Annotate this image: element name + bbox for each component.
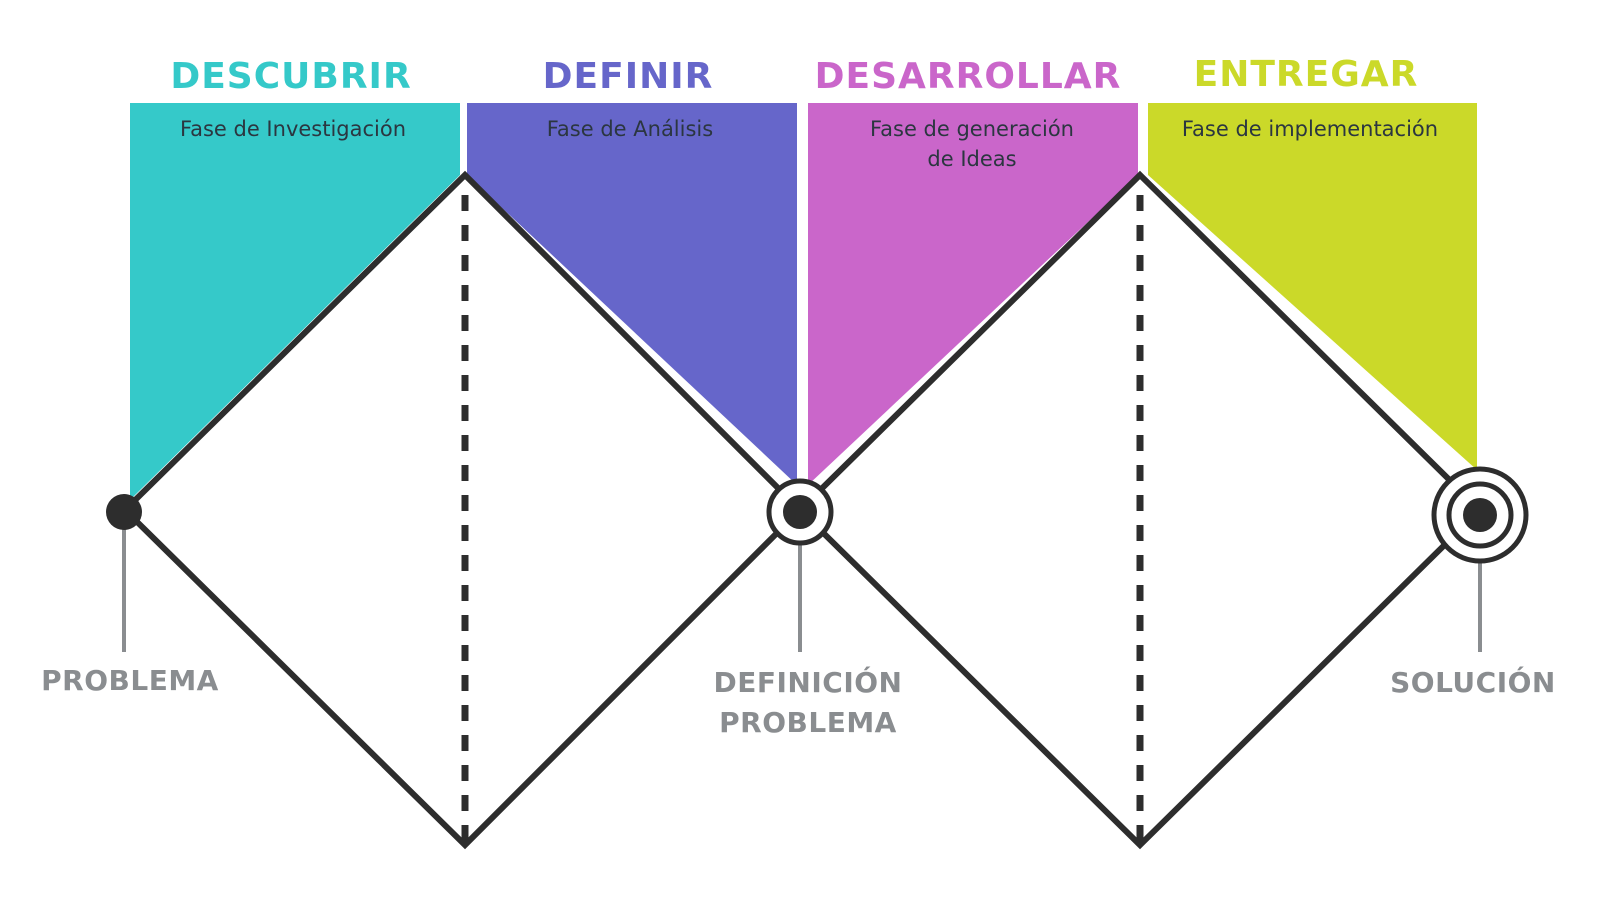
phase-title-entregar: ENTREGAR [1194, 54, 1419, 95]
phase-subtitle-desarrollar-line-1: Fase de generación [870, 117, 1074, 141]
milestone-label-problema: PROBLEMA [41, 664, 219, 697]
phase-title-desarrollar: DESARROLLAR [815, 56, 1122, 97]
problema-dot-marker [106, 494, 142, 530]
phase-background-entregar [1148, 103, 1477, 470]
milestone-markers [106, 466, 1529, 564]
phase-subtitles: Fase de Investigación Fase de Análisis F… [180, 117, 1438, 171]
phase-subtitle-entregar: Fase de implementación [1182, 117, 1438, 141]
phase-subtitle-descubrir: Fase de Investigación [180, 117, 406, 141]
phase-subtitle-desarrollar-line-2: de Ideas [927, 147, 1016, 171]
phase-title-definir: DEFINIR [543, 56, 714, 97]
milestone-label-definicion-line-2: PROBLEMA [719, 706, 897, 739]
milestone-connectors [122, 515, 1482, 652]
milestone-labels: PROBLEMA DEFINICIÓN PROBLEMA SOLUCIÓN [41, 664, 1556, 739]
phase-titles: DESCUBRIR DEFINIR DESARROLLAR ENTREGAR [170, 54, 1419, 97]
dashed-dividers [461, 195, 1144, 845]
phase-subtitle-definir: Fase de Análisis [547, 117, 713, 141]
phase-backgrounds [130, 103, 1477, 500]
milestone-label-definicion-line-1: DEFINICIÓN [714, 665, 903, 699]
solucion-target-marker [1431, 466, 1529, 564]
milestone-label-solucion: SOLUCIÓN [1390, 665, 1556, 699]
phase-title-descubrir: DESCUBRIR [170, 56, 411, 97]
phase-background-descubrir [130, 103, 460, 500]
phase-background-definir [467, 103, 797, 485]
phase-background-desarrollar [808, 103, 1138, 485]
definicion-ring-marker [766, 478, 834, 546]
